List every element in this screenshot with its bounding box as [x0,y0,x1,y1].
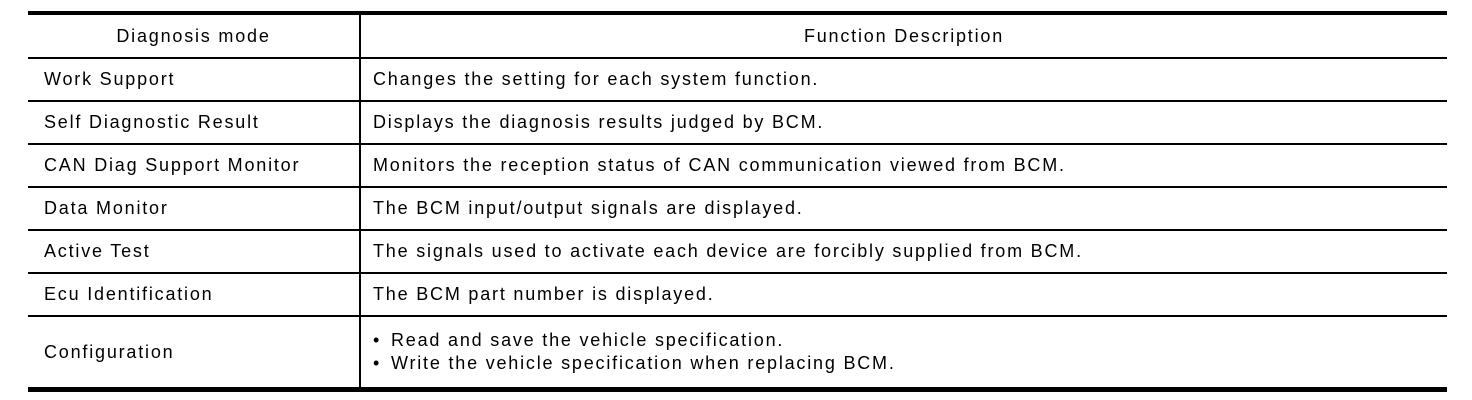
description-text: The signals used to activate each device… [373,241,1083,261]
header-label-function-description: Function Description [803,25,1005,46]
table-row-active-test: Active Test The signals used to activate… [28,231,1447,274]
header-cell-diagnosis-mode: Diagnosis mode [28,15,361,57]
table-header-row: Diagnosis mode Function Description [28,15,1447,59]
mode-cell: Configuration [28,317,361,387]
mode-label: Work Support [44,69,176,89]
bullet-icon: • [373,330,382,350]
description-cell: The BCM input/output signals are display… [361,188,1447,229]
table-row-data-monitor: Data Monitor The BCM input/output signal… [28,188,1447,231]
mode-cell: Ecu Identification [28,274,361,315]
table-row-work-support: Work Support Changes the setting for eac… [28,59,1447,102]
description-text: Changes the setting for each system func… [373,69,820,89]
table-row-configuration: Configuration • Read and save the vehicl… [28,317,1447,387]
description-cell: Changes the setting for each system func… [361,59,1447,100]
header-label-diagnosis-mode: Diagnosis mode [116,25,271,46]
mode-label: Self Diagnostic Result [44,112,260,132]
mode-label: Active Test [44,241,151,261]
description-text: Read and save the vehicle specification. [391,330,785,350]
mode-label: Ecu Identification [44,284,214,304]
description-text: Write the vehicle specification when rep… [391,353,896,373]
mode-label: Data Monitor [44,198,169,218]
mode-cell: Active Test [28,231,361,272]
mode-label: Configuration [44,341,175,362]
diagnosis-mode-table: Diagnosis mode Function Description Work… [28,11,1447,392]
mode-label: CAN Diag Support Monitor [44,155,301,175]
description-text: The BCM input/output signals are display… [373,198,804,218]
bullet-icon: • [373,353,382,373]
table-row-self-diagnostic-result: Self Diagnostic Result Displays the diag… [28,102,1447,145]
mode-cell: Self Diagnostic Result [28,102,361,143]
description-cell: The BCM part number is displayed. [361,274,1447,315]
table-row-can-diag-support-monitor: CAN Diag Support Monitor Monitors the re… [28,145,1447,188]
table-row-ecu-identification: Ecu Identification The BCM part number i… [28,274,1447,317]
mode-cell: CAN Diag Support Monitor [28,145,361,186]
description-text: Displays the diagnosis results judged by… [373,112,825,132]
mode-cell: Work Support [28,59,361,100]
description-cell: Monitors the reception status of CAN com… [361,145,1447,186]
header-cell-function-description: Function Description [361,15,1447,57]
bullet-item: • Read and save the vehicle specificatio… [373,329,784,352]
description-text: The BCM part number is displayed. [373,284,715,304]
bullet-item: • Write the vehicle specification when r… [373,352,896,375]
description-cell: The signals used to activate each device… [361,231,1447,272]
mode-cell: Data Monitor [28,188,361,229]
description-cell: Displays the diagnosis results judged by… [361,102,1447,143]
description-text: Monitors the reception status of CAN com… [373,155,1066,175]
description-cell: • Read and save the vehicle specificatio… [361,317,1447,387]
